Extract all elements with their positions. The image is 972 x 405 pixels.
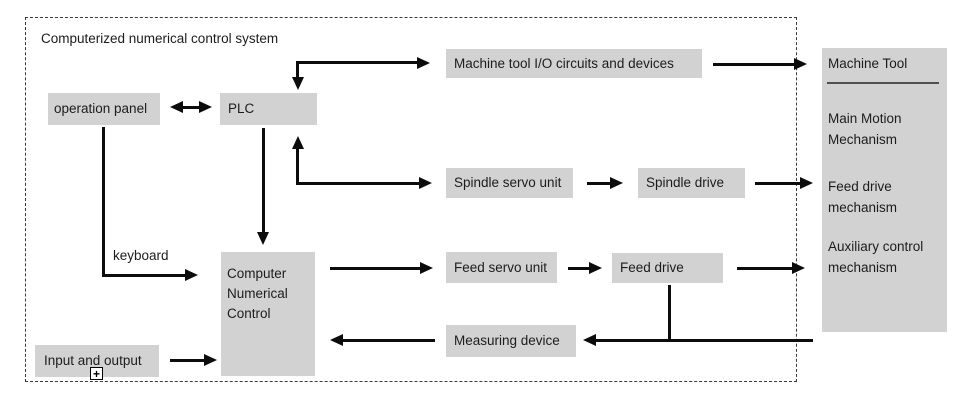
arrowhead-up: [292, 136, 304, 149]
arrowhead-left: [583, 334, 596, 346]
arrow-line: [296, 182, 420, 185]
panel-item-auxiliary-control-mechanism: Auxiliary control mechanism: [828, 239, 924, 275]
panel-item-main-motion-mechanism: Main Motion Mechanism: [828, 111, 902, 147]
arrowhead-right: [204, 354, 217, 366]
node-label: PLC: [228, 101, 255, 116]
arrowhead-right: [800, 177, 813, 189]
arrow-line: [296, 61, 417, 64]
node-computer-numerical-control: Computer Numerical Control: [221, 252, 315, 376]
machine-tool-panel: Machine Tool Main Motion Mechanism Feed …: [822, 48, 947, 332]
arrowhead-right: [419, 177, 432, 189]
node-label: Feed servo unit: [454, 259, 548, 275]
arrow-line: [587, 182, 611, 185]
node-plc: PLC: [220, 93, 317, 125]
arrow-line: [262, 128, 265, 233]
arrow-line: [568, 267, 590, 270]
arrowhead-right: [794, 58, 807, 70]
arrowhead-left: [170, 101, 183, 113]
arrowhead-right: [610, 177, 623, 189]
plus-icon: +: [92, 366, 100, 381]
keyboard-label: keyboard: [113, 248, 169, 263]
diagram-title: Computerized numerical control system: [41, 31, 279, 46]
arrow-line: [713, 63, 795, 66]
arrow-line: [296, 62, 299, 78]
arrow-line: [102, 274, 186, 277]
panel-item-feed-drive-mechanism: Feed drive mechanism: [828, 179, 898, 215]
arrowhead-right: [199, 101, 212, 113]
arrow-line: [342, 339, 435, 342]
arrow-line: [737, 267, 793, 270]
node-label: Spindle servo unit: [454, 175, 562, 190]
node-label: Spindle drive: [646, 175, 725, 190]
node-measuring-device: Measuring device: [446, 325, 576, 357]
node-label: Input and output: [44, 353, 142, 368]
arrowhead-right: [420, 262, 433, 274]
machine-tool-panel-title: Machine Tool: [828, 56, 908, 71]
node-label: Machine tool I/O circuits and devices: [454, 55, 674, 71]
arrowhead-left: [330, 334, 343, 346]
node-spindle-drive: Spindle drive: [638, 168, 745, 198]
title-underline: [827, 82, 939, 84]
expand-handle-icon[interactable]: +: [90, 367, 103, 380]
arrow-line: [755, 182, 801, 185]
arrow-line: [595, 339, 813, 342]
arrow-line: [296, 148, 299, 185]
arrowhead-right: [185, 269, 198, 281]
arrow-line: [181, 106, 201, 109]
node-feed-drive: Feed drive: [612, 253, 723, 283]
node-label: operation panel: [54, 101, 148, 116]
arrow-line: [170, 359, 205, 362]
arrowhead-right: [417, 57, 430, 69]
node-label: Measuring device: [454, 333, 560, 348]
node-label: Feed drive: [620, 260, 684, 275]
arrow-line: [668, 285, 671, 340]
arrowhead-right: [589, 262, 602, 274]
arrowhead-right: [792, 262, 805, 274]
arrowhead-down: [292, 77, 304, 90]
arrow-line: [330, 267, 421, 270]
node-feed-servo-unit: Feed servo unit: [446, 252, 557, 283]
arrowhead-down: [257, 232, 269, 245]
node-label: Computer Numerical Control: [227, 266, 288, 321]
system-boundary: [25, 17, 797, 382]
node-spindle-servo-unit: Spindle servo unit: [446, 168, 573, 198]
arrow-line: [102, 127, 105, 277]
node-operation-panel: operation panel: [48, 93, 160, 125]
node-machine-tool-io: Machine tool I/O circuits and devices: [446, 49, 702, 78]
